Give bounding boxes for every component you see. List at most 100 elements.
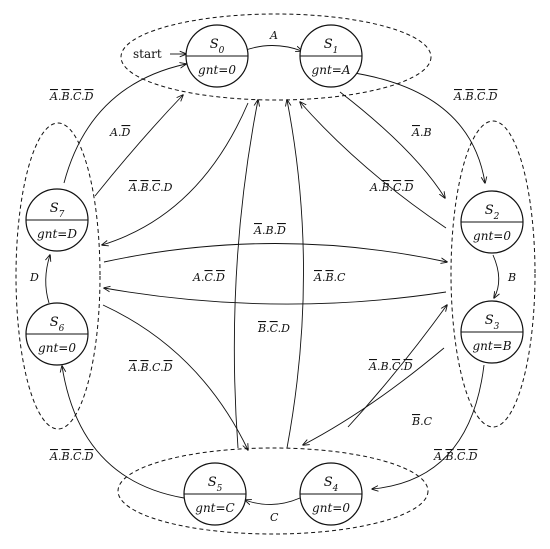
label-segment: A <box>433 450 442 463</box>
edge-s4-s3 <box>347 305 447 428</box>
label-s5-s0: A.C.D <box>192 271 225 284</box>
state-s5-output: gnt=C <box>195 501 234 515</box>
edge-s6-s5 <box>102 304 248 450</box>
group-top <box>120 13 432 101</box>
label-segment: . <box>137 361 141 374</box>
label-segment: C <box>204 271 213 284</box>
state-s2[interactable]: S2 gnt=0 <box>460 190 524 254</box>
label-segment: . <box>400 360 404 373</box>
label-segment: D <box>403 360 413 373</box>
label-segment: . <box>58 90 62 103</box>
edge-s7-s0 <box>63 64 186 184</box>
label-segment: .B. <box>377 360 392 373</box>
label-s0-s1: A <box>269 29 278 42</box>
label-segment: . <box>70 450 74 463</box>
edge-s2-s3 <box>492 254 499 298</box>
label-segment: D <box>276 224 286 237</box>
label-s4-s3: A.B.C.D <box>368 360 413 373</box>
node-layer: S0 gnt=0 S1 gnt=A S2 gnt=0 S3 gnt=B S4 g… <box>25 24 524 526</box>
edge-s4-s0 <box>287 100 304 449</box>
edge-s2-s1 <box>300 102 447 229</box>
label-s0-s7: A.B.C.D <box>128 181 173 194</box>
edge-s3-s5 <box>303 347 445 445</box>
label-s3-s4: A.B.C.D <box>433 450 478 463</box>
state-s7-name: S7 <box>50 201 65 220</box>
label-segment: C <box>73 90 82 103</box>
label-segment: C <box>270 511 279 524</box>
label-segment: . <box>212 271 216 284</box>
label-s2-s3: B <box>507 271 516 284</box>
label-segment: C <box>392 360 401 373</box>
label-segment: B <box>411 415 420 428</box>
start-label: start <box>133 47 162 61</box>
state-s5[interactable]: S5 gnt=C <box>183 462 247 526</box>
group-bottom <box>117 447 429 535</box>
state-s3[interactable]: S3 gnt=B <box>460 300 524 364</box>
label-segment: . <box>149 181 153 194</box>
state-s4[interactable]: S4 gnt=0 <box>299 462 363 526</box>
label-segment: A <box>49 90 58 103</box>
edge-s1-s4 <box>339 91 445 198</box>
label-segment: . <box>465 450 469 463</box>
label-segment: B <box>60 450 69 463</box>
label-segment: B <box>60 90 69 103</box>
label-s3-s5: B.C <box>411 415 433 428</box>
label-segment: . <box>485 90 489 103</box>
label-segment: C <box>270 322 279 335</box>
state-s2-output: gnt=0 <box>473 229 511 243</box>
label-segment: . <box>401 181 405 194</box>
label-segment: B <box>464 90 473 103</box>
group-left <box>15 122 101 430</box>
label-segment: .C <box>334 271 346 284</box>
state-s1-name: S1 <box>324 37 339 56</box>
label-s1-s2: A.B.C.D <box>453 90 498 103</box>
state-s3-output: gnt=B <box>472 339 511 353</box>
label-segment: .B. <box>262 224 277 237</box>
state-s6-name: S6 <box>50 315 65 334</box>
state-s6-output: gnt=0 <box>38 341 76 355</box>
label-segment: . <box>474 90 478 103</box>
edge-s6-s7 <box>46 255 50 304</box>
edge-s7-s2 <box>94 95 183 197</box>
state-s0[interactable]: S0 gnt=0 <box>185 24 249 88</box>
label-segment: C <box>152 181 161 194</box>
label-segment: D <box>468 450 478 463</box>
state-s7[interactable]: S7 gnt=D <box>25 188 89 252</box>
state-s1[interactable]: S1 gnt=A <box>299 24 363 88</box>
state-s6[interactable]: S6 gnt=0 <box>25 302 89 366</box>
label-s6-s5: A.B.C.D <box>128 361 173 374</box>
label-segment: . <box>442 450 446 463</box>
label-segment: C <box>393 181 402 194</box>
label-segment: B <box>139 181 148 194</box>
edge-label-layer: A A.B.C.D A.B A.B.C.D B B.C.D A.B.C.D B.… <box>29 29 516 524</box>
label-s7-s2: A.D <box>109 126 130 139</box>
state-s7-output: gnt=D <box>37 227 77 241</box>
edge-s1-s2 <box>347 71 485 183</box>
label-segment: B <box>507 271 516 284</box>
label-s5-s6: A.B.C.D <box>49 450 94 463</box>
label-segment: B <box>257 322 266 335</box>
label-s1-s4: A.B <box>411 126 432 139</box>
label-segment: A <box>313 271 322 284</box>
label-segment: B <box>380 181 389 194</box>
label-segment: . <box>390 181 394 194</box>
label-segment: A <box>453 90 462 103</box>
label-segment: . <box>454 450 458 463</box>
label-s6-s7: D <box>29 271 39 284</box>
label-segment: D <box>404 181 414 194</box>
label-s2-s1: A.B.C.D <box>369 181 414 194</box>
edge-s6-s2 <box>103 243 447 263</box>
label-segment: .D <box>160 181 172 194</box>
label-segment: D <box>29 271 39 284</box>
label-segment: . <box>81 90 85 103</box>
state-s2-name: S2 <box>485 203 500 222</box>
label-segment: . <box>81 450 85 463</box>
label-segment: A <box>128 361 137 374</box>
label-segment: A <box>128 181 137 194</box>
label-s7-s0: A.B.C.D <box>49 90 94 103</box>
edge-s5-s6 <box>62 366 185 499</box>
label-segment: .C <box>420 415 432 428</box>
label-segment: C <box>73 450 82 463</box>
label-segment: C <box>457 450 466 463</box>
